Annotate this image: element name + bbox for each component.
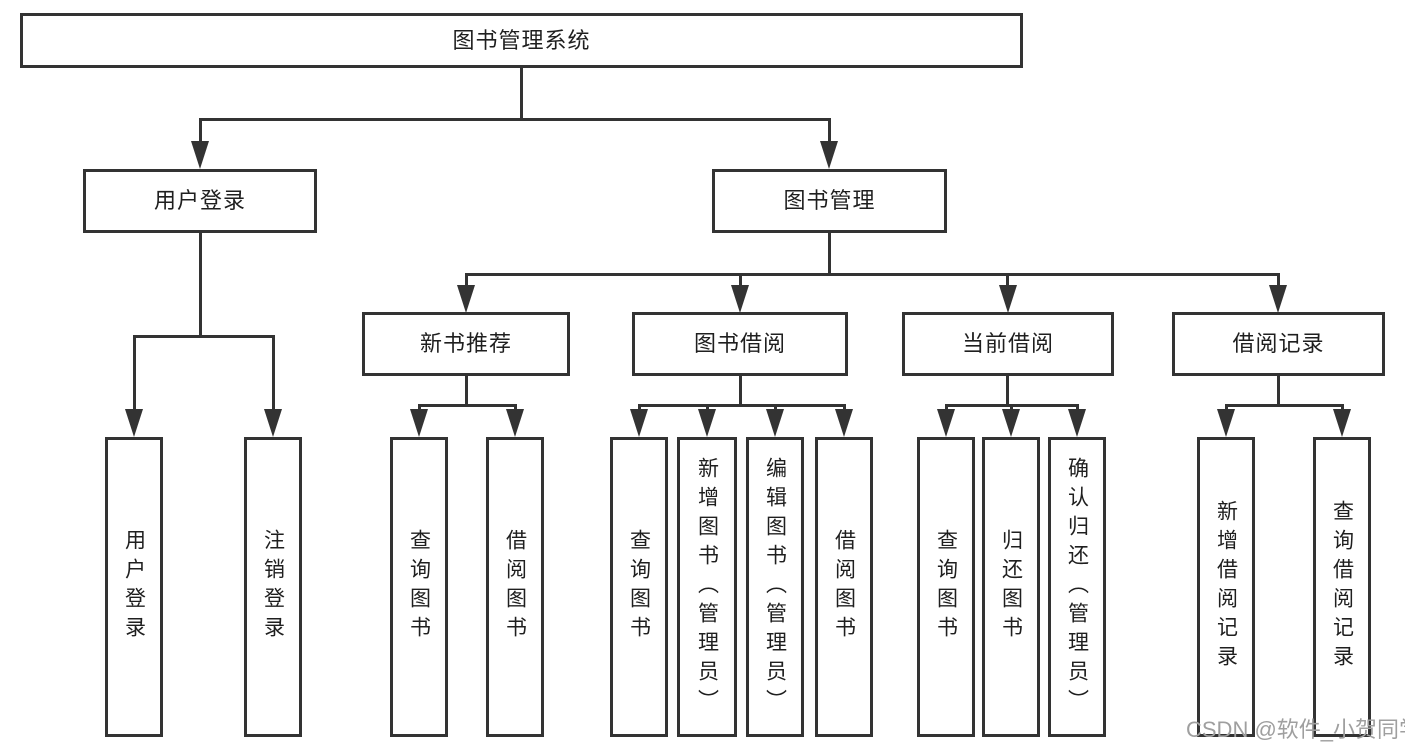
connector-recommend-vstub bbox=[465, 376, 468, 406]
node-current-borrow: 当前借阅 bbox=[902, 312, 1114, 376]
connector-bookmgmt-hline bbox=[465, 273, 1280, 276]
connector-bookmgmt-drop2-stem bbox=[739, 273, 742, 289]
connector-bookborrow-hline bbox=[638, 404, 845, 407]
leaf-query-books-borrow: 查询图书 bbox=[610, 437, 668, 737]
connector-bookmgmt-drop3-arrowhead-icon bbox=[999, 285, 1017, 313]
leaf-add-borrow-record: 新增借阅记录 bbox=[1197, 437, 1255, 737]
connector-bookmgmt-drop4-arrowhead-icon bbox=[1269, 285, 1287, 313]
connector-recommend-hline bbox=[418, 404, 517, 407]
node-book-borrow: 图书借阅 bbox=[632, 312, 848, 376]
connector-currentborrow-drop2-arrowhead-icon bbox=[1002, 409, 1020, 437]
connector-bookborrow-drop2-arrowhead-icon bbox=[698, 409, 716, 437]
leaf-query-books-current: 查询图书 bbox=[917, 437, 975, 737]
connector-recommend-drop2-arrowhead-icon bbox=[506, 409, 524, 437]
connector-bookborrow-drop4-arrowhead-icon bbox=[835, 409, 853, 437]
node-user-login: 用户登录 bbox=[83, 169, 317, 233]
connector-records-drop2-arrowhead-icon bbox=[1333, 409, 1351, 437]
leaf-logout: 注销登录 bbox=[244, 437, 302, 737]
watermark: CSDN @软件_小贺同学 bbox=[1186, 717, 1405, 742]
connector-userlogin-right-arrowhead-icon bbox=[264, 409, 282, 437]
connector-root-hline bbox=[199, 118, 831, 121]
connector-bookmgmt-drop1-stem bbox=[465, 273, 468, 289]
leaf-user-login: 用户登录 bbox=[105, 437, 163, 737]
connector-root-vstub bbox=[520, 68, 523, 118]
connector-recommend-drop1-arrowhead-icon bbox=[410, 409, 428, 437]
connector-currentborrow-drop3-arrowhead-icon bbox=[1068, 409, 1086, 437]
connector-bookmgmt-drop4-stem bbox=[1277, 273, 1280, 289]
connector-userlogin-vstub bbox=[199, 233, 202, 335]
leaf-add-book-admin: 新增图书（管理员） bbox=[677, 437, 737, 737]
connector-currentborrow-drop1-arrowhead-icon bbox=[937, 409, 955, 437]
connector-userlogin-left-stem bbox=[133, 335, 136, 411]
connector-bookmgmt-drop3-stem bbox=[1006, 273, 1009, 289]
node-library-system: 图书管理系统 bbox=[20, 13, 1023, 68]
node-borrow-records: 借阅记录 bbox=[1172, 312, 1385, 376]
leaf-borrow-books-borrow: 借阅图书 bbox=[815, 437, 873, 737]
leaf-edit-book-admin: 编辑图书（管理员） bbox=[746, 437, 804, 737]
connector-bookborrow-drop1-arrowhead-icon bbox=[630, 409, 648, 437]
connector-bookborrow-drop3-arrowhead-icon bbox=[766, 409, 784, 437]
connector-bookborrow-vstub bbox=[739, 376, 742, 406]
connector-bookmgmt-drop2-arrowhead-icon bbox=[731, 285, 749, 313]
leaf-borrow-books-recommend: 借阅图书 bbox=[486, 437, 544, 737]
node-book-management: 图书管理 bbox=[712, 169, 947, 233]
connector-bookmgmt-drop1-arrowhead-icon bbox=[457, 285, 475, 313]
connector-root-left-stem bbox=[199, 118, 202, 146]
connector-currentborrow-vstub bbox=[1006, 376, 1009, 406]
connector-userlogin-right-stem bbox=[272, 335, 275, 411]
connector-root-left-arrowhead-icon bbox=[191, 141, 209, 169]
leaf-query-books-recommend: 查询图书 bbox=[390, 437, 448, 737]
connector-records-hline bbox=[1225, 404, 1343, 407]
node-new-book-recommend: 新书推荐 bbox=[362, 312, 570, 376]
connector-bookmgmt-vstub bbox=[828, 233, 831, 273]
connector-userlogin-hline bbox=[133, 335, 275, 338]
connector-records-drop1-arrowhead-icon bbox=[1217, 409, 1235, 437]
leaf-return-book: 归还图书 bbox=[982, 437, 1040, 737]
leaf-query-borrow-record: 查询借阅记录 bbox=[1313, 437, 1371, 737]
connector-root-right-arrowhead-icon bbox=[820, 141, 838, 169]
connector-root-right-stem bbox=[828, 118, 831, 146]
connector-records-vstub bbox=[1277, 376, 1280, 406]
connector-userlogin-left-arrowhead-icon bbox=[125, 409, 143, 437]
leaf-confirm-return-admin: 确认归还（管理员） bbox=[1048, 437, 1106, 737]
